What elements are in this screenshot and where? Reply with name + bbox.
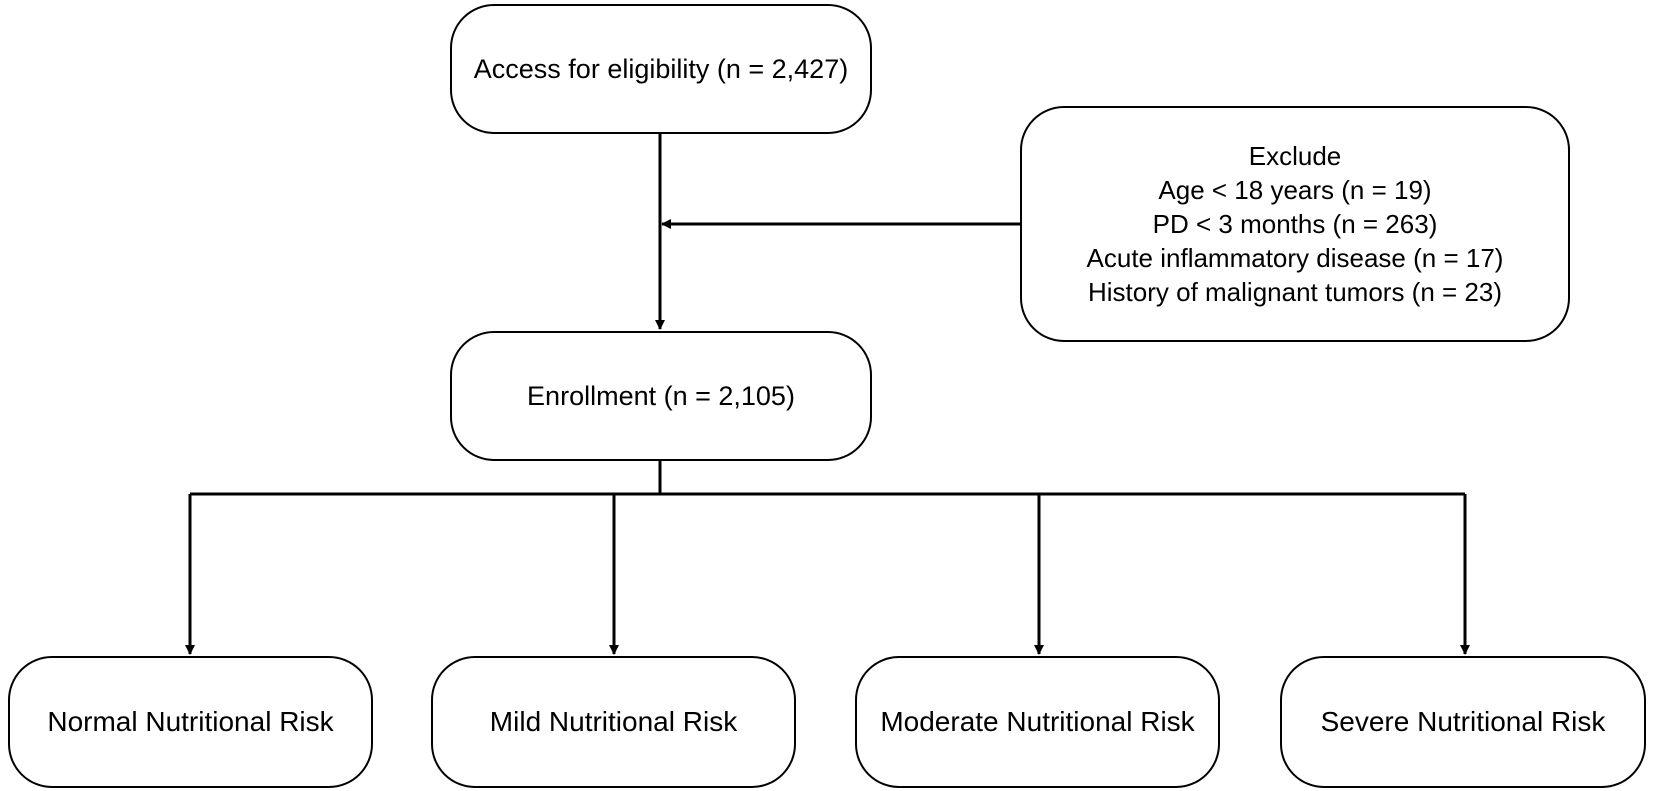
moderate-risk-box: Moderate Nutritional Risk bbox=[855, 656, 1220, 788]
normal-risk-label: Normal Nutritional Risk bbox=[47, 706, 334, 737]
enrollment-box: Enrollment (n = 2,105) bbox=[450, 331, 872, 461]
severe-risk-box: Severe Nutritional Risk bbox=[1280, 656, 1646, 788]
exclusion-criterion-age: Age < 18 years (n = 19) bbox=[1158, 175, 1432, 205]
mild-risk-box: Mild Nutritional Risk bbox=[431, 656, 796, 788]
exclusion-criterion-tumors: History of malignant tumors (n = 23) bbox=[1088, 277, 1502, 307]
severe-risk-label: Severe Nutritional Risk bbox=[1320, 706, 1606, 737]
access-eligibility-label: Access for eligibility (n = 2,427) bbox=[473, 54, 849, 84]
exclusion-criterion-inflammatory: Acute inflammatory disease (n = 17) bbox=[1086, 243, 1504, 273]
access-eligibility-box: Access for eligibility (n = 2,427) bbox=[450, 4, 872, 134]
enrollment-label: Enrollment (n = 2,105) bbox=[527, 381, 795, 411]
mild-risk-label: Mild Nutritional Risk bbox=[489, 706, 738, 737]
moderate-risk-label: Moderate Nutritional Risk bbox=[880, 706, 1195, 737]
exclusion-box: Exclude Age < 18 years (n = 19) PD < 3 m… bbox=[1020, 106, 1570, 342]
exclusion-heading: Exclude bbox=[1248, 141, 1342, 171]
normal-risk-box: Normal Nutritional Risk bbox=[8, 656, 373, 788]
exclusion-criterion-pd: PD < 3 months (n = 263) bbox=[1152, 209, 1438, 239]
